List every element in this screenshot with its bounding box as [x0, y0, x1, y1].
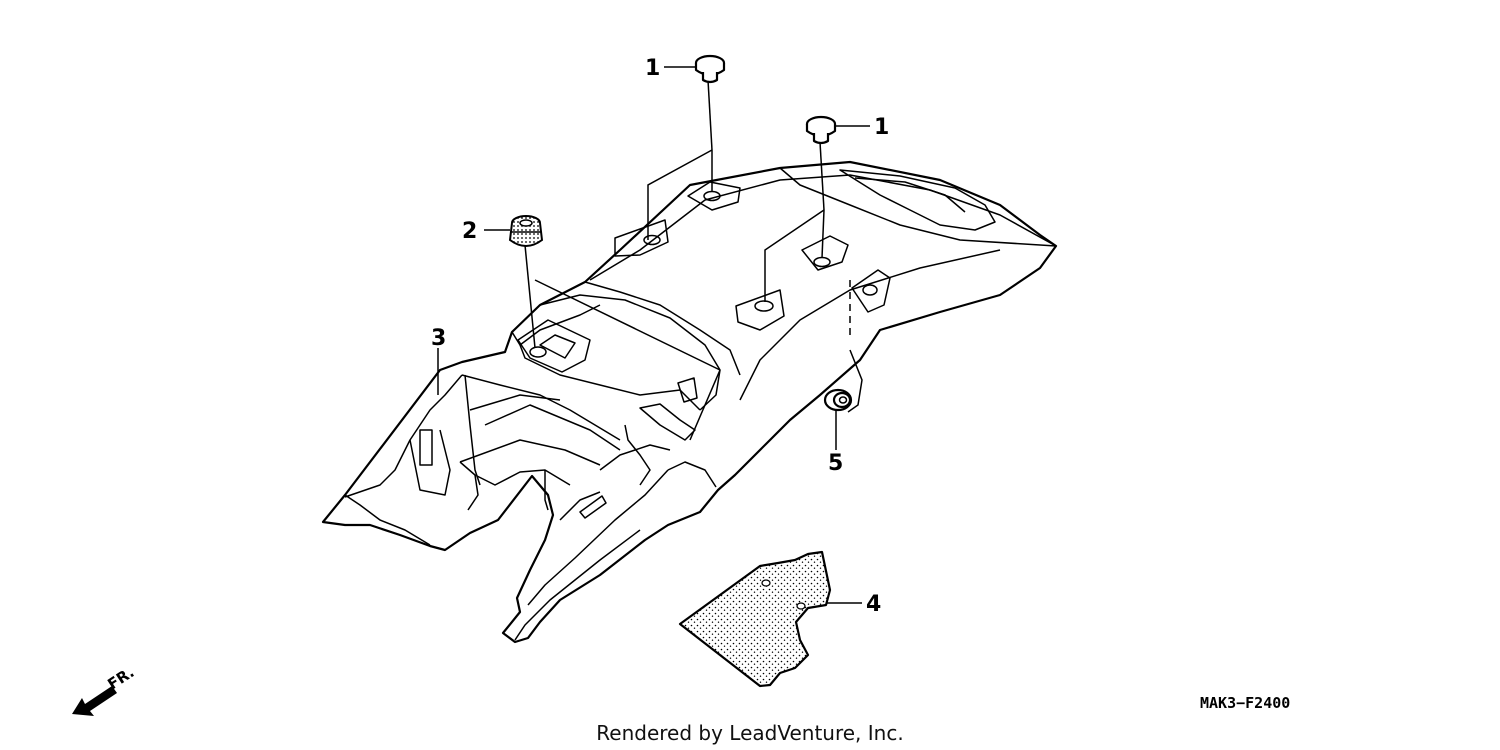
rear-fender-part-3 — [321, 160, 1058, 644]
pad-part-4 — [678, 550, 832, 688]
diagram-code: MAK3−F2400 — [1200, 694, 1290, 712]
callout-2: 2 — [462, 219, 477, 244]
bolt-part-1b — [805, 115, 837, 145]
callout-4: 4 — [866, 592, 881, 617]
callout-1b: 1 — [874, 115, 889, 140]
grommet-part-5 — [823, 388, 853, 412]
callout-1a: 1 — [645, 56, 660, 81]
front-direction-arrow-icon: FR. — [72, 663, 137, 716]
callout-5: 5 — [828, 451, 843, 476]
leader-lines — [437, 66, 870, 604]
grommet-part-2 — [508, 215, 544, 247]
render-credit: Rendered by LeadVenture, Inc. — [596, 721, 903, 745]
bolt-part-1a — [694, 54, 726, 84]
callout-3: 3 — [431, 326, 446, 351]
